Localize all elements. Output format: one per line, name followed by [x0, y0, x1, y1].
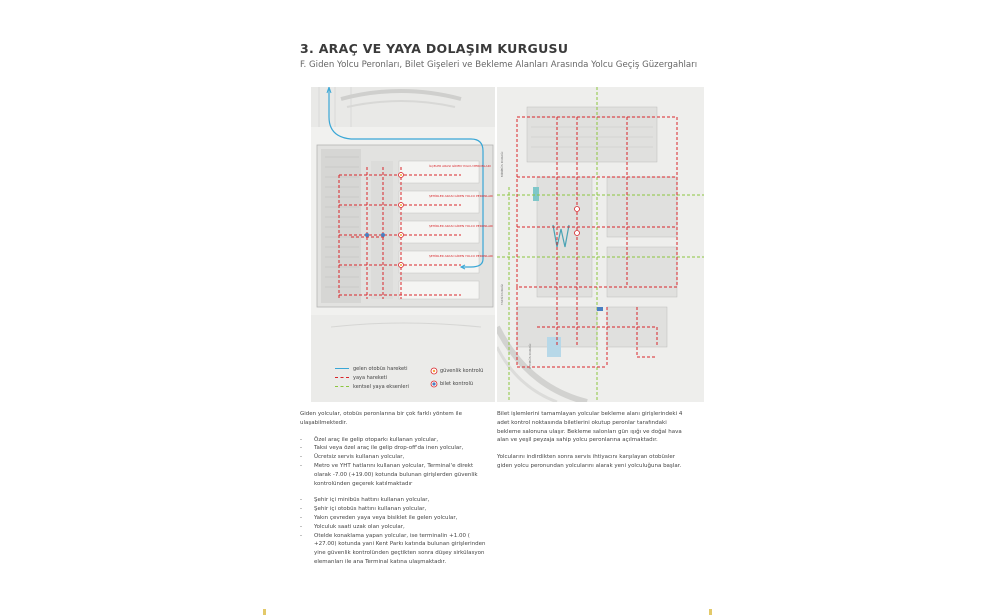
- legend: gelen otobüs hareketi yaya hareketi kent…: [335, 364, 409, 391]
- left-label-2: ŞEHİRLER ARASI GİDEN YOLCU PERONLARI: [429, 193, 493, 198]
- legend-markers: güvenlik kontrolü bilet kontrolü: [430, 366, 483, 388]
- list-item: Yolculuk saati uzak olan yolcular,: [300, 523, 490, 532]
- intro-paragraph: Giden yolcular, otobüs peronlarına bir ç…: [300, 411, 462, 426]
- right-paragraph-1: Bilet işlemlerini tamamlayan yolcular be…: [497, 411, 683, 444]
- corner-mark: [263, 609, 266, 615]
- legend-ticket: bilet kontrolü: [430, 379, 483, 388]
- security-marker-icon: [430, 367, 438, 374]
- page-subtitle: F. Giden Yolcu Peronları, Bilet Gişeleri…: [300, 60, 698, 70]
- legend-bus: gelen otobüs hareketi: [335, 364, 409, 373]
- right-site-plan: MİNİBÜS DURAĞI TAKSİ DURAĞI OTOBÜS DURAĞ…: [497, 87, 704, 402]
- page-title: 3. ARAÇ VE YAYA DOLAŞIM KURGUSU: [300, 41, 569, 56]
- list-item: Yakın çevreden yaya veya bisiklet ile ge…: [300, 514, 490, 523]
- list-item: Taksi veya özel araç ile gelip drop-off'…: [300, 444, 490, 453]
- right-text-column: Bilet işlemlerini tamamlayan yolcular be…: [497, 410, 687, 479]
- legend-green-axis: kentsel yaya eksenleri: [335, 382, 409, 391]
- list-item: Metro ve YHT hatlarını kullanan yolcular…: [300, 462, 490, 488]
- left-text-column: Giden yolcular, otobüs peronlarına bir ç…: [300, 410, 490, 567]
- right-label-bus: OTOBÜS DURAĞI: [527, 344, 532, 369]
- right-plan-drawing: MİNİBÜS DURAĞI TAKSİ DURAĞI OTOBÜS DURAĞ…: [497, 87, 704, 402]
- left-site-plan: İLÇELER ARASI GİDEN YOLCU PERONLARI ŞEHİ…: [311, 87, 495, 402]
- list-item: Ücretsiz servis kullanan yolcular,: [300, 453, 490, 462]
- left-label-3: ŞEHİRLER ARASI GİDEN YOLCU PERONLARI: [429, 223, 493, 228]
- list-item: Şehir içi minibüs hattını kullanan yolcu…: [300, 496, 490, 505]
- list-item: Özel araç ile gelip otoparkı kullanan yo…: [300, 436, 490, 445]
- group2-list: Şehir içi minibüs hattını kullanan yolcu…: [300, 496, 490, 566]
- left-label-4: ŞEHİRLER ARASI GİDEN YOLCU PERONLARI: [429, 253, 493, 258]
- list-item: Otelde konaklama yapan yolcular, ise ter…: [300, 532, 490, 567]
- right-label-taxi: TAKSİ DURAĞI: [499, 284, 504, 306]
- group1-list: Özel araç ile gelip otoparkı kullanan yo…: [300, 436, 490, 489]
- list-item: Şehir içi otobüs hattını kullanan yolcul…: [300, 505, 490, 514]
- legend-pedestrian: yaya hareketi: [335, 373, 409, 382]
- right-label-minibus: MİNİBÜS DURAĞI: [499, 151, 504, 177]
- left-plan-drawing: İLÇELER ARASI GİDEN YOLCU PERONLARI ŞEHİ…: [311, 87, 495, 402]
- corner-mark: [709, 609, 712, 615]
- legend-security: güvenlik kontrolü: [430, 366, 483, 375]
- right-paragraph-2: Yolcularını indirdikten sonra servis iht…: [497, 454, 682, 469]
- ticket-marker-icon: [430, 380, 438, 387]
- left-label-1: İLÇELER ARASI GİDEN YOLCU PERONLARI: [429, 163, 491, 168]
